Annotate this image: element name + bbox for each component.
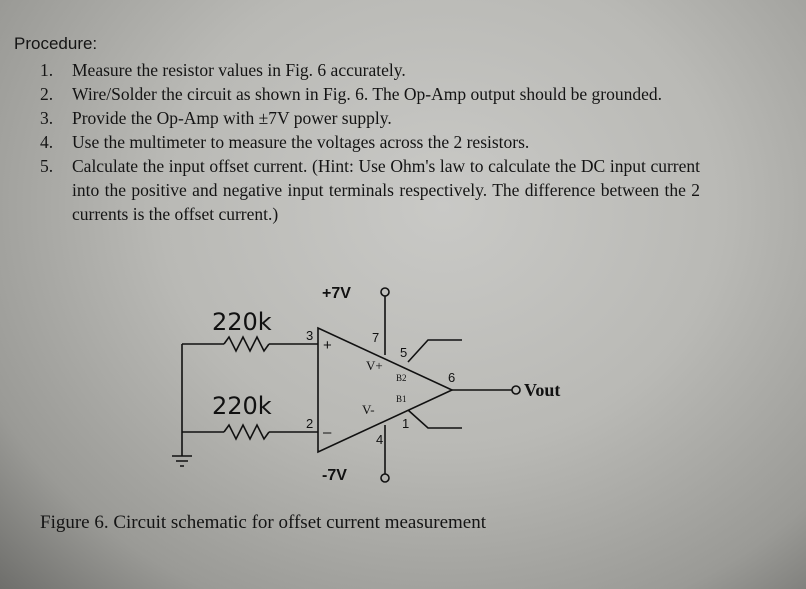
procedure-step: 2. Wire/Solder the circuit as shown in F… xyxy=(40,82,700,106)
step-number: 1. xyxy=(40,60,54,80)
procedure-heading: Procedure: xyxy=(14,34,98,53)
vplus-pin-label: V+ xyxy=(366,358,383,373)
pin-4-label: 4 xyxy=(376,432,383,447)
vout-terminal xyxy=(511,385,521,395)
supply-positive-label: +7V xyxy=(322,285,351,302)
noninverting-input-sign: + xyxy=(323,337,332,354)
resistor-bottom xyxy=(223,423,270,441)
vplus-terminal xyxy=(380,287,390,297)
step-text: Use the multimeter to measure the voltag… xyxy=(72,132,530,152)
pin-6-label: 6 xyxy=(448,370,455,385)
vout-label: Vout xyxy=(524,380,560,400)
pin-5-label: 5 xyxy=(400,345,407,360)
pin-1-label: 1 xyxy=(402,416,409,431)
wire-pin1 xyxy=(407,409,462,429)
step-text: Measure the resistor values in Fig. 6 ac… xyxy=(72,60,406,80)
resistor-bottom-value: 220k xyxy=(212,392,272,420)
step-number: 5. xyxy=(40,156,54,176)
vminus-pin-label: V- xyxy=(362,402,375,417)
step-text: Calculate the input offset current. (Hin… xyxy=(72,156,700,224)
supply-negative-label: -7V xyxy=(322,467,347,484)
resistor-top-value: 220k xyxy=(212,308,272,336)
ground-symbol xyxy=(172,455,192,467)
step-text: Wire/Solder the circuit as shown in Fig.… xyxy=(72,84,663,104)
procedure-step: 1. Measure the resistor values in Fig. 6… xyxy=(40,58,700,82)
inverting-input-sign: – xyxy=(323,424,332,441)
b1-pin-label: B1 xyxy=(396,394,407,404)
step-number: 2. xyxy=(40,84,54,104)
procedure-step: 4. Use the multimeter to measure the vol… xyxy=(40,130,700,154)
procedure-list: 1. Measure the resistor values in Fig. 6… xyxy=(40,58,700,226)
b2-pin-label: B2 xyxy=(396,373,407,383)
pin-3-label: 3 xyxy=(306,328,313,343)
pin-7-label: 7 xyxy=(372,330,379,345)
wire-pin5 xyxy=(407,339,462,363)
procedure-step: 5. Calculate the input offset current. (… xyxy=(40,154,700,226)
resistor-top xyxy=(223,335,270,353)
figure-caption: Figure 6. Circuit schematic for offset c… xyxy=(40,512,486,533)
step-number: 3. xyxy=(40,108,54,128)
step-number: 4. xyxy=(40,132,54,152)
procedure-step: 3. Provide the Op-Amp with ±7V power sup… xyxy=(40,106,700,130)
vminus-terminal xyxy=(380,473,390,483)
step-text: Provide the Op-Amp with ±7V power supply… xyxy=(72,108,392,128)
pin-2-label: 2 xyxy=(306,416,313,431)
opamp-triangle xyxy=(317,326,454,454)
